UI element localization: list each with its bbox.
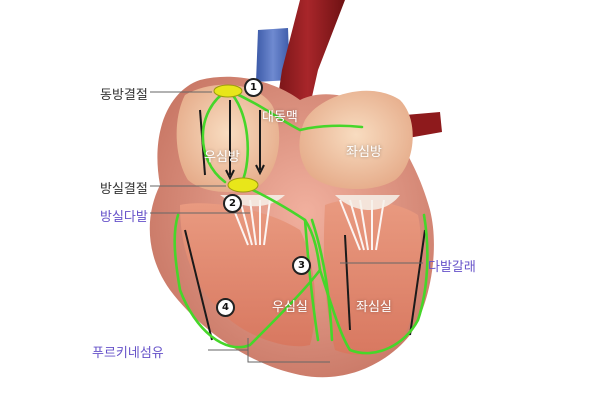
av-bundle-label: 방실다발 [100, 210, 148, 225]
leader-lines [150, 91, 423, 363]
purkinje-fibers-label: 푸르키네섬유 [92, 346, 164, 361]
conduction-pathway [173, 88, 429, 355]
left-ventricle-label: 좌심실 [356, 300, 392, 315]
step-marker-2: 2 [223, 194, 242, 213]
bundle-branches-label: 다발갈래 [428, 260, 476, 275]
sa-node [213, 84, 243, 98]
left-ventricle-chamber [323, 199, 422, 355]
vena-cava [256, 28, 290, 82]
step-marker-3: 3 [292, 256, 311, 275]
left-atrium-label: 좌심방 [346, 145, 382, 160]
right-atrium-chamber [176, 84, 280, 192]
sa-node-label: 동방결절 [100, 88, 148, 103]
av-node [227, 177, 259, 193]
left-atrium-chamber [299, 90, 413, 190]
av-node-label: 방실결절 [100, 182, 148, 197]
right-ventricle-chamber [180, 203, 316, 347]
step-marker-4: 4 [216, 298, 235, 317]
pulmonary-artery [405, 112, 442, 138]
left-valve [335, 195, 400, 210]
right-ventricle-label: 우심실 [272, 300, 308, 315]
aorta-label: 대동맥 [262, 110, 298, 125]
right-atrium-label: 우심방 [204, 150, 240, 165]
step-marker-1: 1 [244, 78, 263, 97]
